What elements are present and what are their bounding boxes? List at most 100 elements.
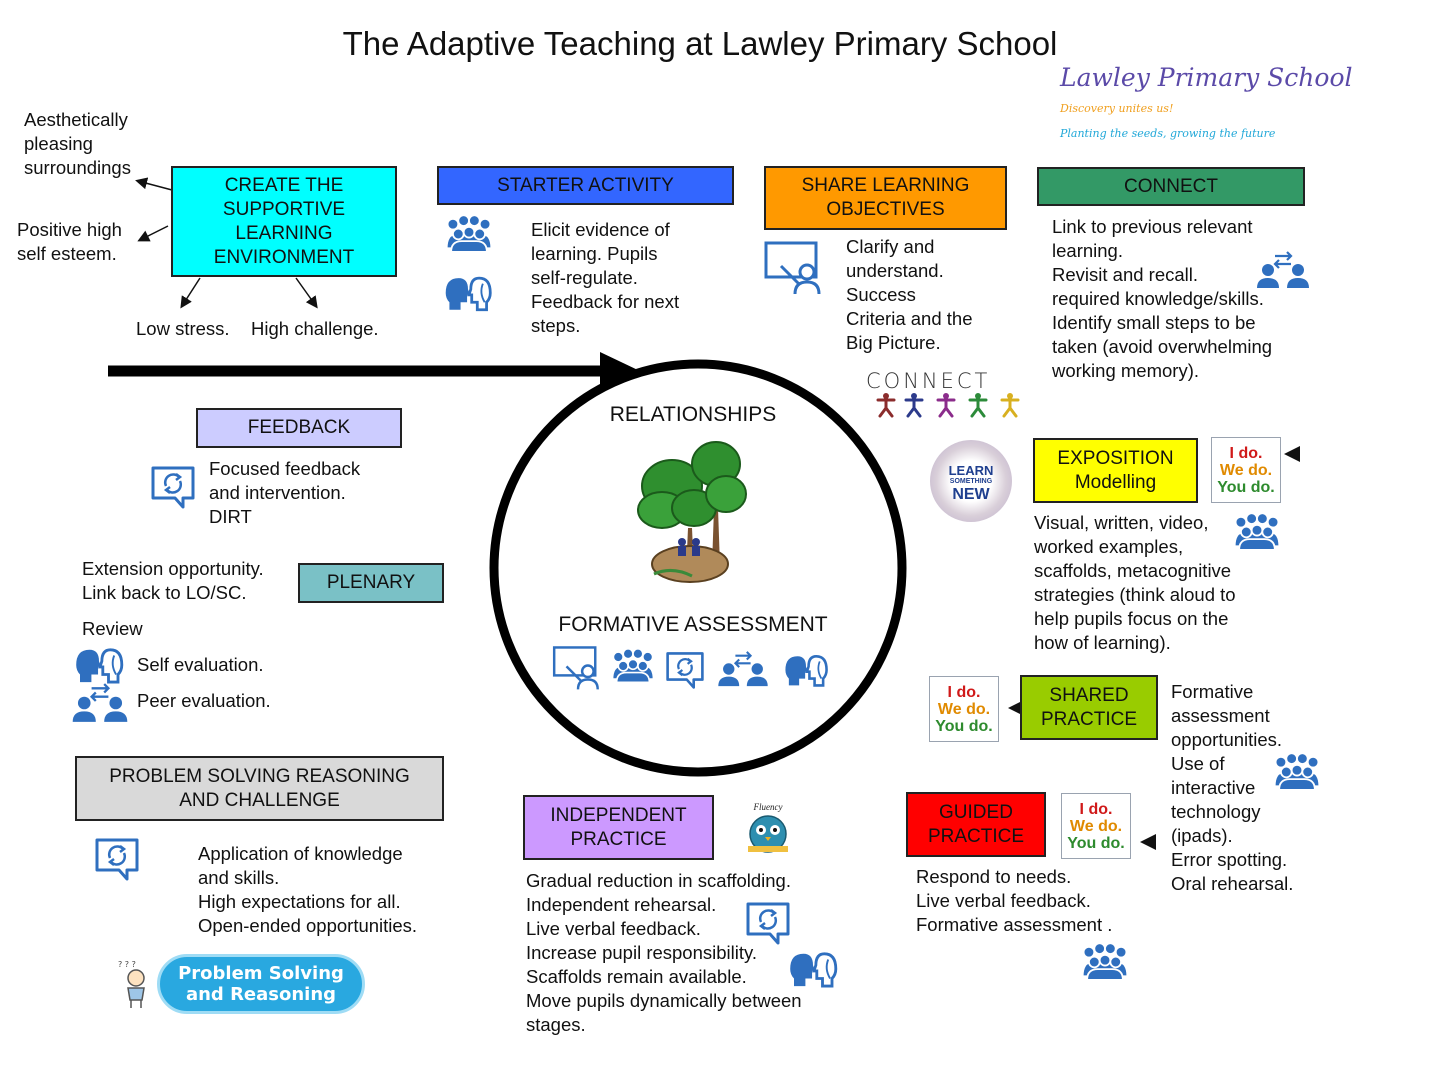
starter-line: learning. Pupils xyxy=(531,243,658,264)
exposition-line: worked examples, xyxy=(1034,536,1184,557)
starter-activity-box: STARTER ACTIVITY xyxy=(437,166,734,205)
fluency-owl-icon xyxy=(748,815,788,853)
share-line: Clarify and xyxy=(846,236,935,257)
connect-line: working memory). xyxy=(1052,360,1199,381)
school-motto-1: Discovery unites us! xyxy=(1060,102,1174,115)
self-evaluation-text: Self evaluation. xyxy=(137,654,264,675)
independent-line: Move pupils dynamically between xyxy=(526,990,802,1011)
exposition-label-line: Modelling xyxy=(1074,471,1157,493)
shared-line: interactive xyxy=(1171,777,1256,798)
formative-assessment-label: FORMATIVE ASSESSMENT xyxy=(558,613,828,636)
problem-solving-badge: Problem Solving and Reasoning xyxy=(157,954,365,1014)
exposition-line: how of learning). xyxy=(1034,632,1171,653)
aesthetic-line: surroundings xyxy=(24,157,131,178)
connect-label: CONNECT xyxy=(1124,175,1218,197)
feedback-line: and intervention. xyxy=(209,482,346,503)
shared-line: opportunities. xyxy=(1171,729,1283,750)
connect-line: Revisit and recall. xyxy=(1052,264,1199,285)
share-text: Clarify and understand. Success Criteria… xyxy=(846,235,972,355)
problem-line: Application of knowledge xyxy=(198,843,403,864)
peer-evaluation-text: Peer evaluation. xyxy=(137,690,271,711)
i-do-text: I do. xyxy=(1229,445,1263,462)
connect-text: Link to previous relevant learning. Revi… xyxy=(1052,215,1272,383)
starter-line: self-regulate. xyxy=(531,267,638,288)
esteem-text: Positive high self esteem. xyxy=(17,218,122,266)
plenary-line: Extension opportunity. xyxy=(82,558,264,579)
feedback-text: Focused feedback and intervention. DIRT xyxy=(209,457,360,529)
you-do-text: You do. xyxy=(935,718,993,735)
you-do-text: You do. xyxy=(1067,835,1125,852)
trees-picnic-icon xyxy=(637,441,747,583)
share-objectives-box: SHARE LEARNING OBJECTIVES xyxy=(764,166,1007,230)
badge-line: Problem Solving xyxy=(178,963,344,984)
shared-line: Formative xyxy=(1171,681,1254,702)
feedback-box: FEEDBACK xyxy=(196,408,402,448)
i-do-text: I do. xyxy=(947,684,981,701)
feedback-bubble-icon xyxy=(93,836,141,882)
group-icon xyxy=(1232,512,1282,552)
independent-label-line: INDEPENDENT xyxy=(550,804,687,826)
supportive-line: ENVIRONMENT xyxy=(213,246,355,268)
feedback-label: FEEDBACK xyxy=(247,417,351,438)
independent-line: stages. xyxy=(526,1014,586,1035)
self-talk-icon xyxy=(782,652,830,688)
connect-line: learning. xyxy=(1052,240,1123,261)
connect-logo: CONNECT xyxy=(866,370,1036,420)
plenary-line: Link back to LO/SC. xyxy=(82,582,247,603)
esteem-line: self esteem. xyxy=(17,243,117,264)
problem-line: Open-ended opportunities. xyxy=(198,915,418,936)
self-talk-icon xyxy=(72,646,126,684)
review-label: Review xyxy=(82,618,143,639)
starter-line: Elicit evidence of xyxy=(531,219,670,240)
plenary-text: Extension opportunity. Link back to LO/S… xyxy=(82,557,264,605)
pair-talk-icon xyxy=(1255,250,1311,290)
exposition-line: Visual, written, video, xyxy=(1034,512,1209,533)
starter-label: STARTER ACTIVITY xyxy=(497,174,674,196)
shared-line: assessment xyxy=(1171,705,1270,726)
shared-label-line: SHARED xyxy=(1049,684,1129,706)
share-label-line: OBJECTIVES xyxy=(826,199,945,220)
guided-text: Respond to needs. Live verbal feedback. … xyxy=(916,865,1112,937)
starter-text: Elicit evidence of learning. Pupils self… xyxy=(531,218,679,338)
problem-line: High expectations for all. xyxy=(198,891,401,912)
connect-people-icon xyxy=(876,393,1020,418)
feedback-line: Focused feedback xyxy=(209,458,361,479)
guided-practice-box: GUIDED PRACTICE xyxy=(906,792,1046,857)
connect-logo-text: CONNECT xyxy=(866,369,991,393)
independent-line: Increase pupil responsibility. xyxy=(526,942,758,963)
you-do-text: You do. xyxy=(1217,479,1275,496)
learn-line: NEW xyxy=(952,486,990,503)
exposition-line: strategies (think aloud to xyxy=(1034,584,1236,605)
share-line: Criteria and the xyxy=(846,308,973,329)
thinking-child-icon: ? ? ? xyxy=(118,960,145,1008)
independent-line: Independent rehearsal. xyxy=(526,894,717,915)
problem-line: and skills. xyxy=(198,867,280,888)
learn-line: SOMETHING xyxy=(949,478,993,485)
supportive-line: CREATE THE xyxy=(224,174,344,196)
guided-label-line: GUIDED xyxy=(939,801,1013,823)
low-stress-text: Low stress. xyxy=(136,318,230,339)
shared-text: Formative assessment opportunities. Use … xyxy=(1171,680,1293,896)
fluency-badge: Fluency xyxy=(740,802,796,854)
shared-line: Use of xyxy=(1171,753,1225,774)
problem-label-line: PROBLEM SOLVING REASONING xyxy=(109,765,410,787)
badge-line: and Reasoning xyxy=(185,984,337,1005)
exposition-line: scaffolds, metacognitive xyxy=(1034,560,1232,581)
shared-line: (ipads). xyxy=(1171,825,1233,846)
esteem-line: Positive high xyxy=(17,219,122,240)
guided-line: Formative assessment . xyxy=(916,914,1113,935)
learn-line: LEARN xyxy=(948,463,994,478)
feedback-line: DIRT xyxy=(209,506,252,527)
page-title: The Adaptive Teaching at Lawley Primary … xyxy=(342,25,1058,62)
shared-label-line: PRACTICE xyxy=(1040,708,1138,730)
shared-line: technology xyxy=(1171,801,1261,822)
group-icon xyxy=(1080,942,1130,982)
self-talk-icon xyxy=(442,274,494,312)
starter-line: Feedback for next xyxy=(531,291,680,312)
problem-text: Application of knowledge and skills. Hig… xyxy=(198,842,417,938)
share-line: Big Picture. xyxy=(846,332,941,353)
fluency-text: Fluency xyxy=(753,802,783,812)
exposition-box: EXPOSITION Modelling xyxy=(1033,438,1198,503)
pair-talk-icon xyxy=(70,682,130,724)
